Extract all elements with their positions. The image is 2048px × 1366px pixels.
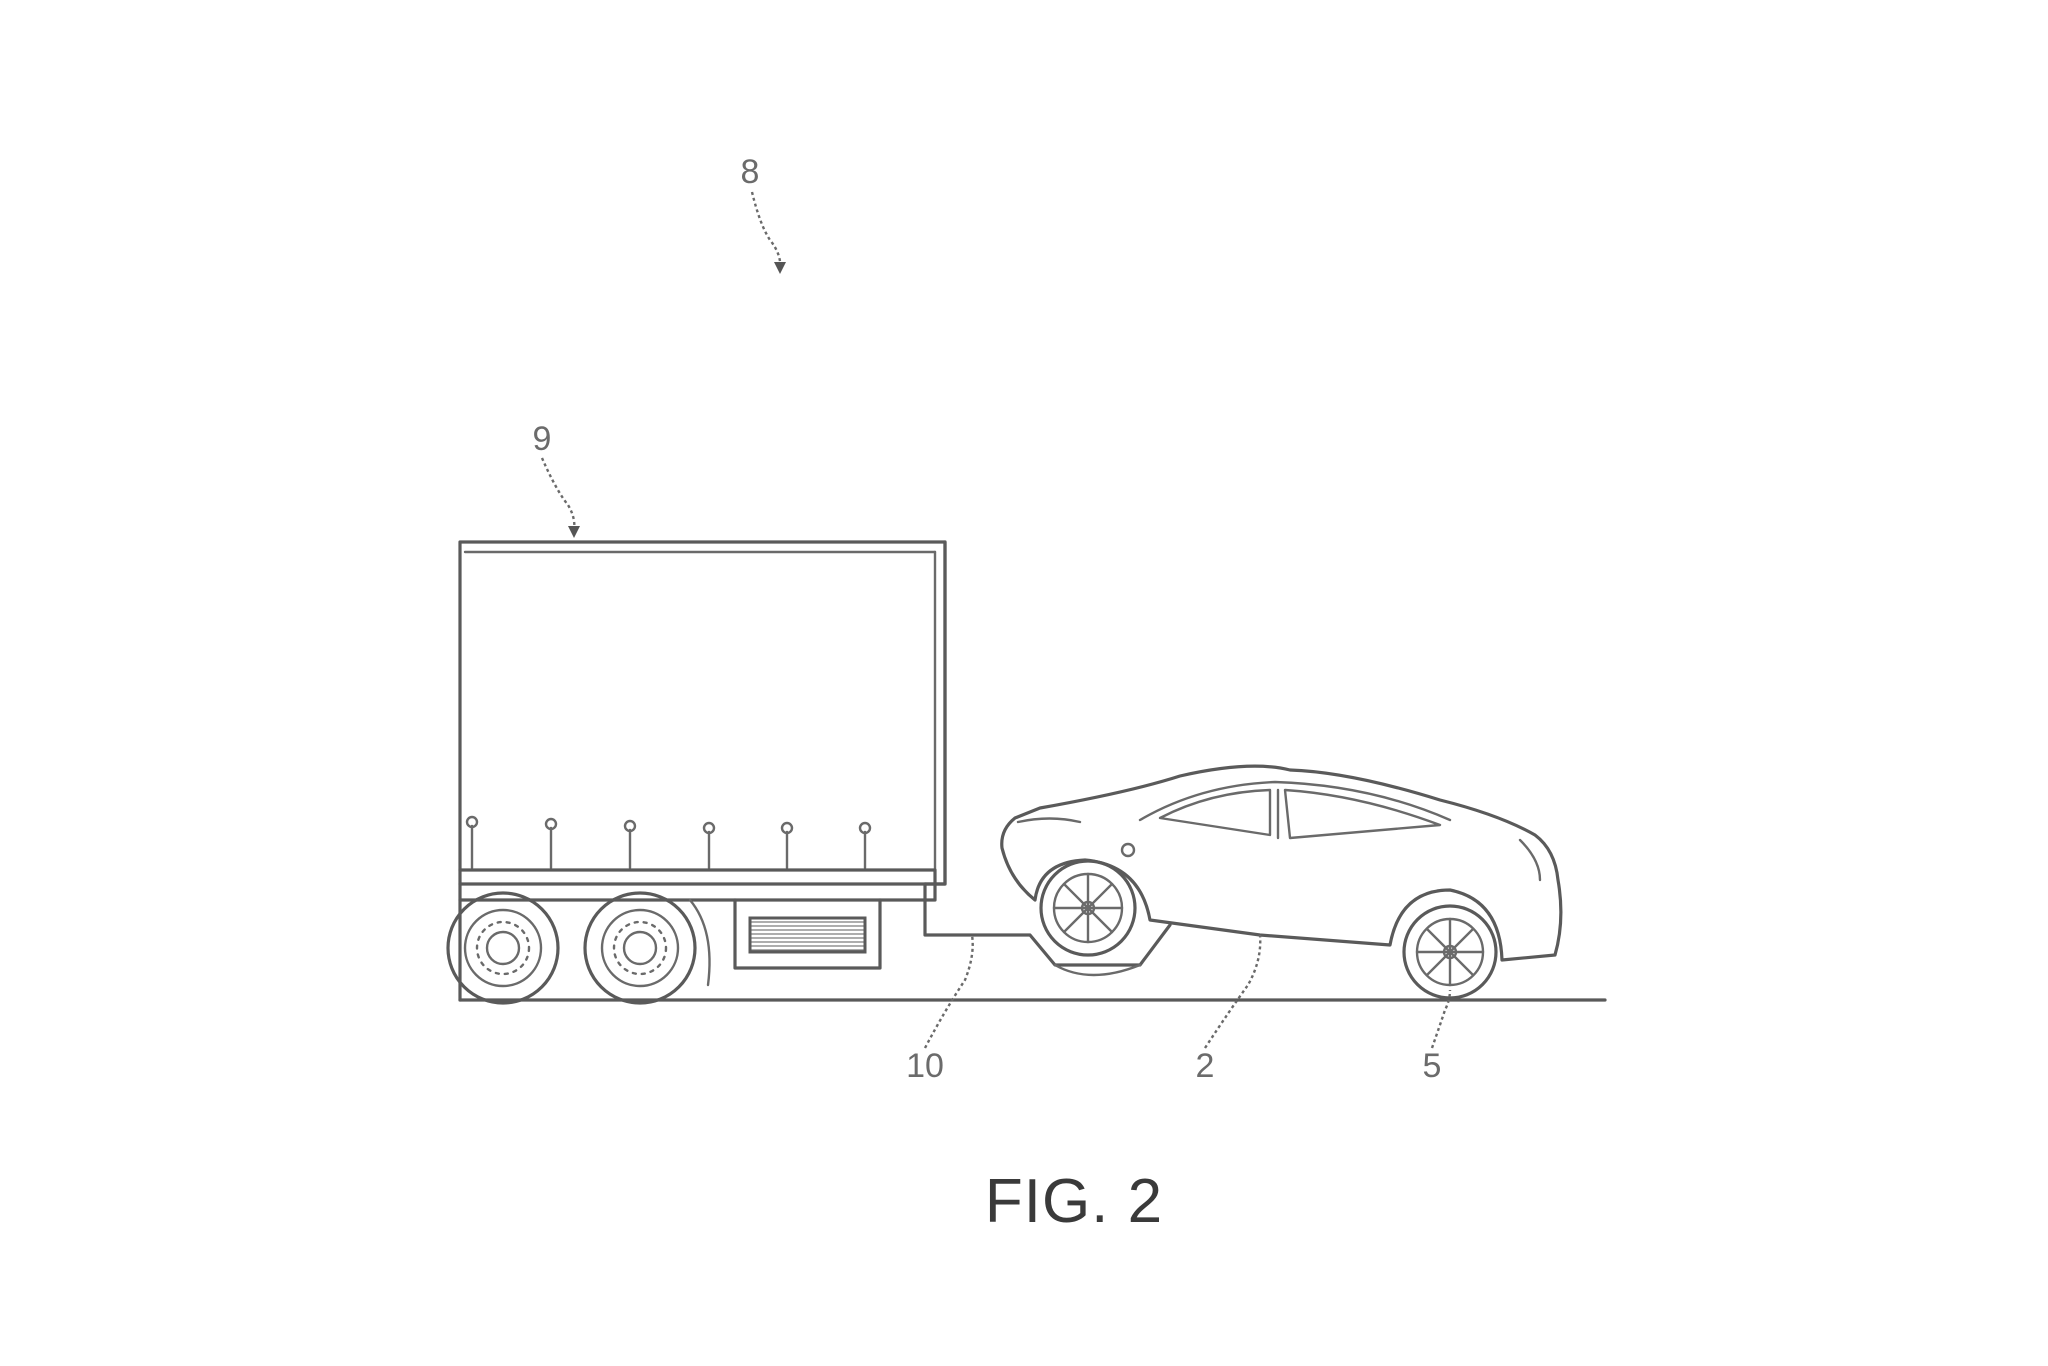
- truck: [446, 540, 947, 1005]
- charge-port: [1120, 842, 1136, 858]
- ref-numeral-9: 9: [533, 420, 552, 458]
- leader-2: [1203, 934, 1262, 1049]
- passenger-vehicle: [1000, 764, 1563, 1000]
- leader-5: [1430, 989, 1452, 1049]
- front-window: [1158, 788, 1272, 837]
- cargo-rear-wall: [923, 540, 947, 886]
- chassis-rail: [458, 868, 937, 902]
- tail-light: [1518, 838, 1542, 882]
- leader-8: [750, 191, 782, 271]
- truck-wheel-rear: [583, 891, 697, 1005]
- rear-fender: [688, 898, 711, 987]
- coupling-arm: [923, 882, 1172, 967]
- vehicle-body: [1000, 764, 1563, 962]
- figure-caption: FIG. 2: [985, 1167, 1163, 1236]
- leader-10: [923, 934, 974, 1049]
- arrowhead-8: [774, 262, 786, 274]
- vehicle-roofline: [1138, 780, 1452, 822]
- ref-numeral-5: 5: [1423, 1047, 1442, 1085]
- ref-numeral-10: 10: [906, 1047, 944, 1085]
- cargo-box: [458, 540, 947, 886]
- stake-posts: [465, 815, 872, 870]
- leader-lines: [540, 191, 1452, 1049]
- battery-housing: [733, 898, 882, 970]
- ref-numeral-8: 8: [741, 153, 760, 191]
- rear-window: [1283, 788, 1442, 840]
- headlight: [1016, 817, 1082, 824]
- leader-9: [540, 457, 576, 533]
- wheel-cradle: [1053, 963, 1142, 977]
- arrowhead-9: [568, 526, 580, 538]
- vehicle-front-wheel: [1039, 859, 1137, 957]
- coupling-device: [923, 882, 1172, 977]
- truck-wheel-front: [446, 891, 560, 1005]
- vehicle-rear-wheel: [1402, 904, 1498, 1000]
- battery-pack: [748, 916, 867, 954]
- ref-numeral-2: 2: [1196, 1047, 1215, 1085]
